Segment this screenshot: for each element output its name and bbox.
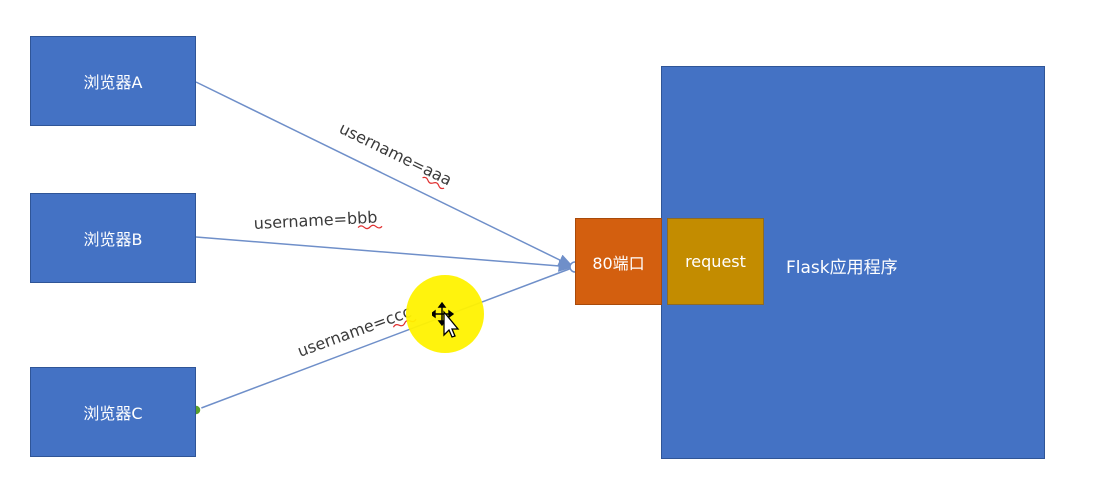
request-box[interactable]: request [667, 218, 764, 305]
move-cursor-icon [432, 302, 460, 338]
connector-a-line[interactable] [195, 81, 574, 267]
flask-app-label: Flask应用程序 [786, 258, 898, 278]
request-label: request [685, 252, 746, 271]
port-80-label: 80端口 [592, 253, 645, 273]
edge-label-aaa: username=aaa [336, 119, 455, 190]
browser-b-label: 浏览器B [83, 230, 143, 249]
connector-b-line[interactable] [195, 236, 574, 272]
spellcheck-underline [357, 224, 383, 230]
browser-c-label: 浏览器C [83, 404, 143, 423]
browser-c-box[interactable]: 浏览器C [30, 367, 196, 457]
port-80-box[interactable]: 80端口 [575, 218, 662, 305]
browser-a-box[interactable]: 浏览器A [30, 36, 196, 126]
edge-label-ccc: username=ccc [295, 302, 414, 361]
edge-label-bbb: username=bbb [253, 208, 378, 233]
browser-a-label: 浏览器A [83, 73, 143, 92]
connector-c-line[interactable] [195, 267, 573, 411]
browser-b-box[interactable]: 浏览器B [30, 193, 196, 283]
spellcheck-underline [422, 176, 445, 190]
